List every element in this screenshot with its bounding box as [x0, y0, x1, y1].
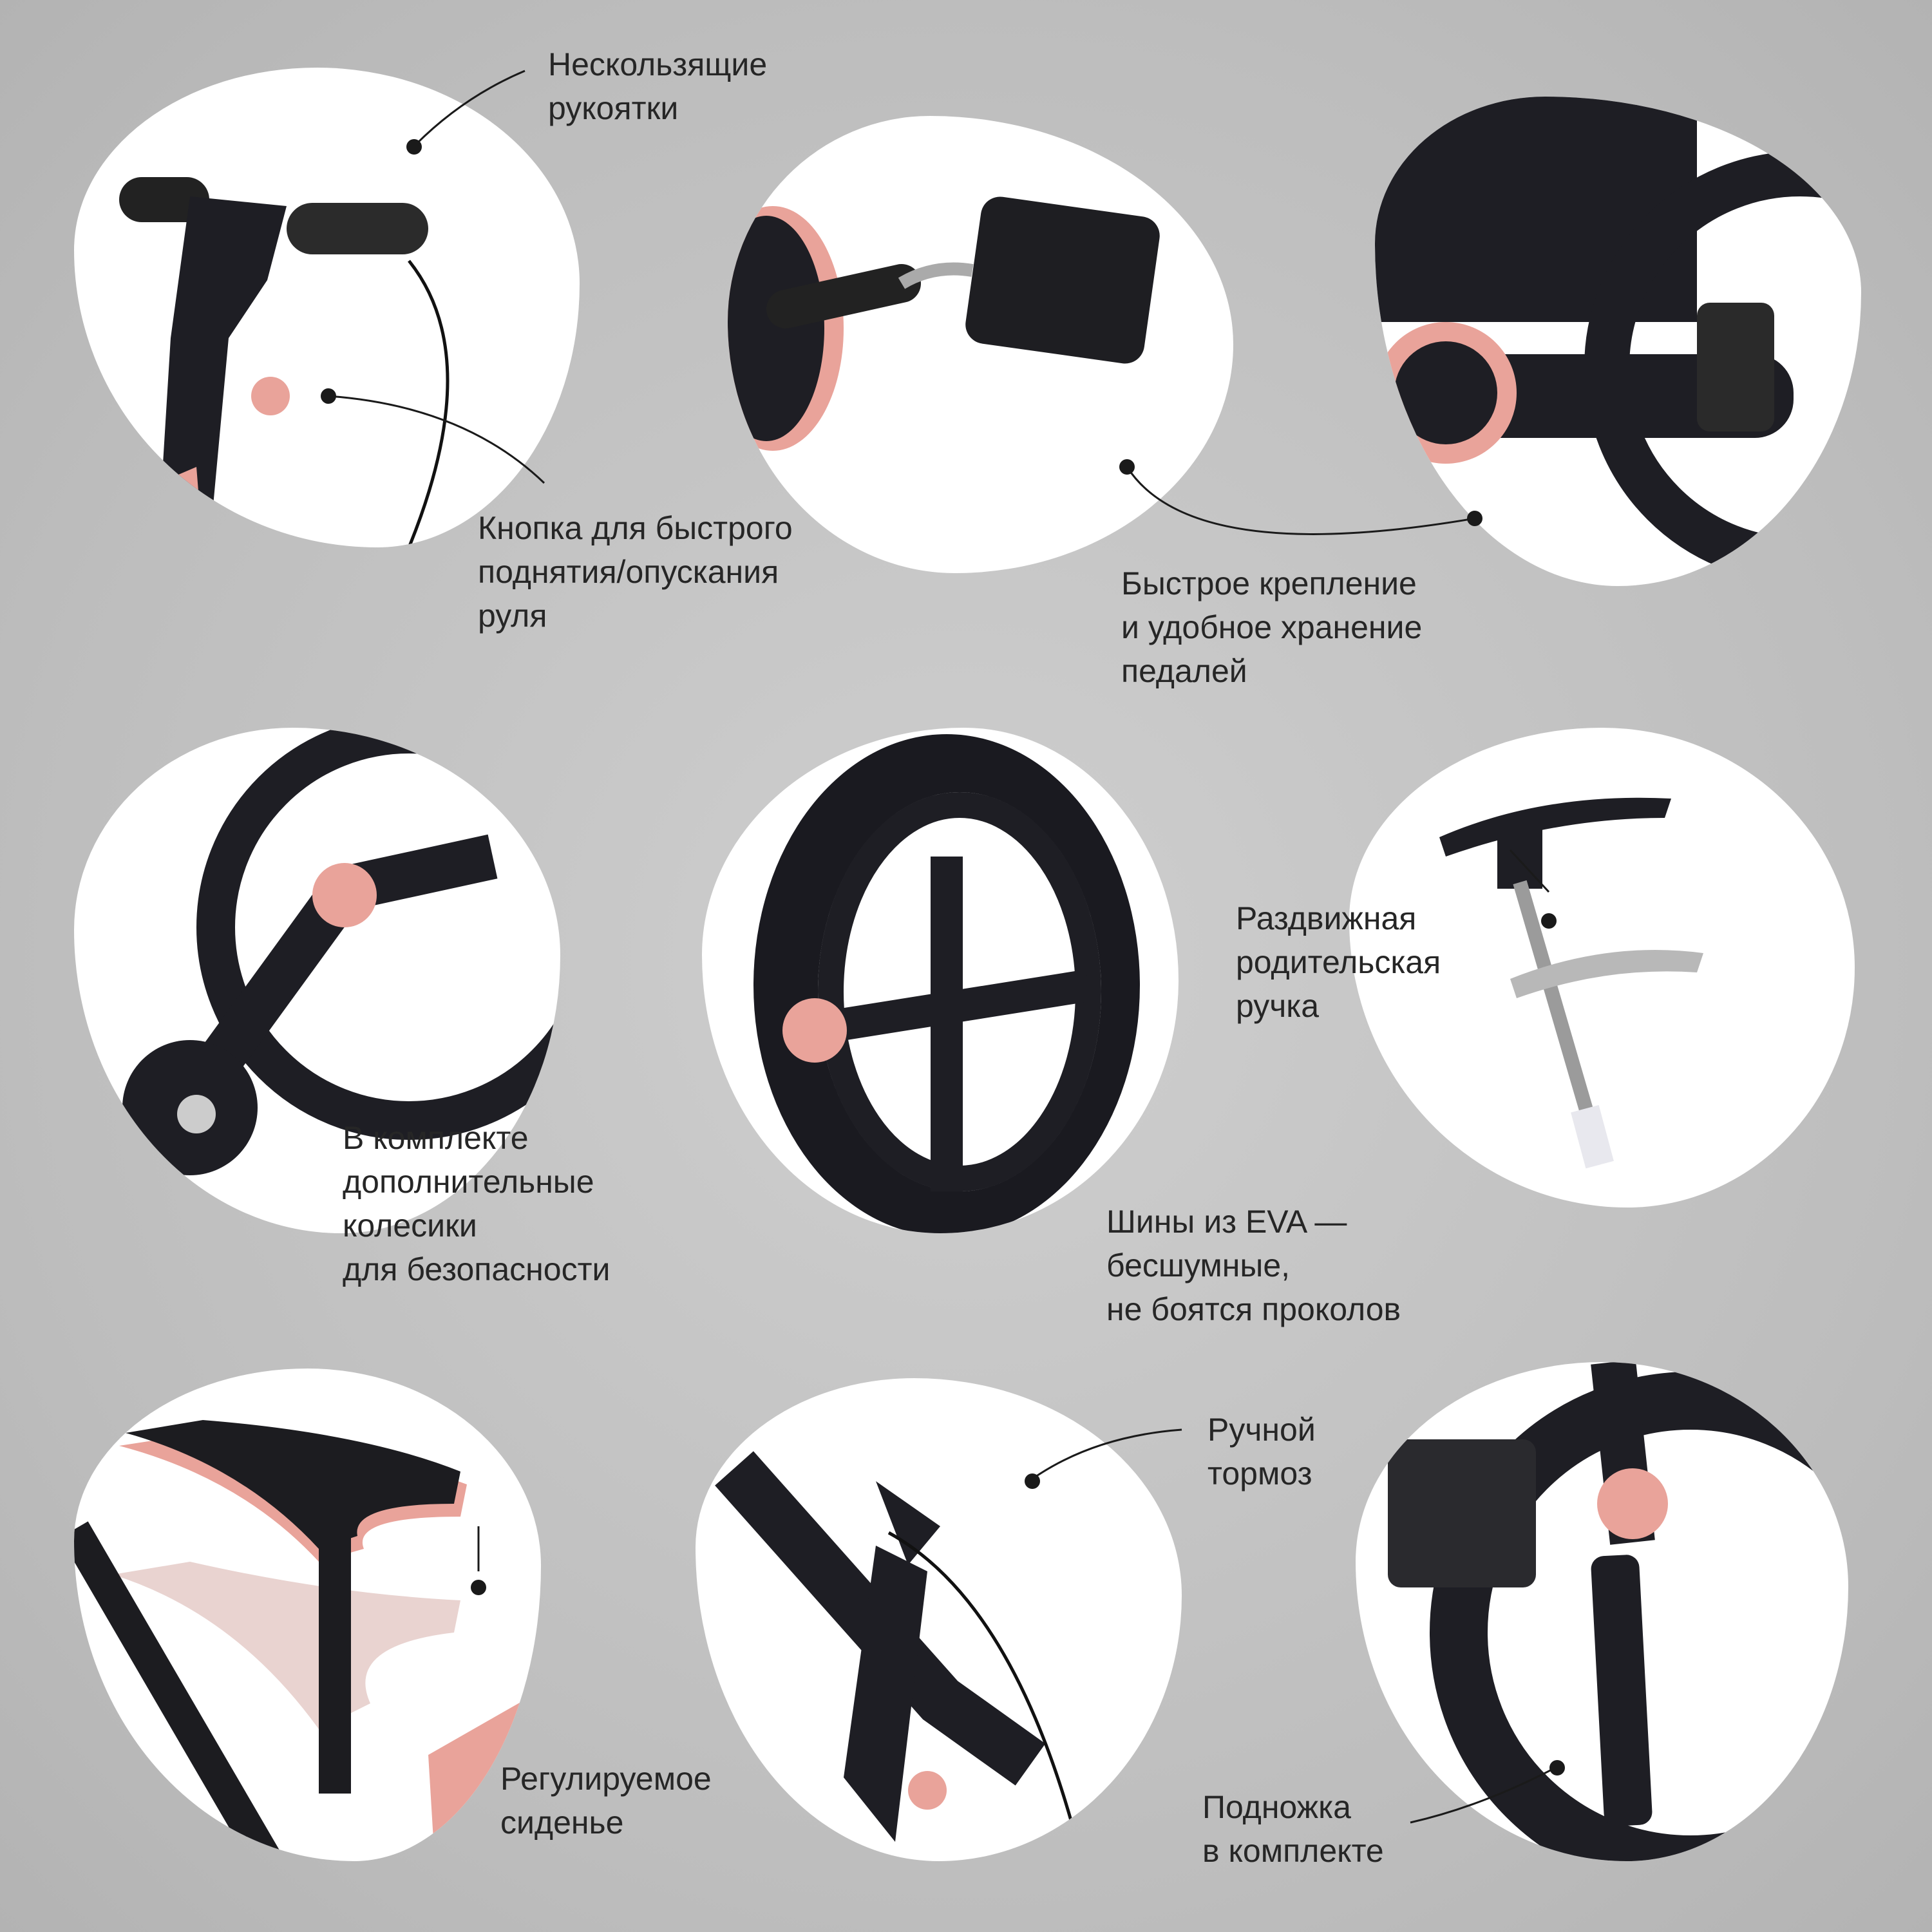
label-line: педалей	[1121, 653, 1247, 689]
label-line: не боятся проколов	[1106, 1291, 1401, 1327]
photo-pedal-storage	[1375, 97, 1861, 586]
label-line: Регулируемое	[500, 1761, 712, 1797]
feature-label-pedals: Быстрое крепление и удобное хранение пед…	[1121, 562, 1422, 693]
label-line: ручка	[1236, 988, 1320, 1024]
label-line: тормоз	[1208, 1455, 1312, 1492]
label-line: сиденье	[500, 1804, 624, 1841]
label-line: для безопасности	[343, 1251, 611, 1287]
feature-label-training-wheels: В комплекте дополнительные колесики для …	[343, 1116, 610, 1291]
photo-pedal	[728, 116, 1233, 573]
label-line: Раздвижная	[1236, 900, 1417, 936]
label-line: бесшумные,	[1106, 1247, 1291, 1283]
label-line: Ручной	[1208, 1412, 1316, 1448]
label-line: Кнопка для быстрого	[478, 510, 793, 546]
label-line: руля	[478, 598, 547, 634]
photo-eva-tire	[702, 728, 1179, 1233]
label-line: Быстрое крепление	[1121, 565, 1417, 601]
feature-label-grips: Нескользящие рукоятки	[548, 43, 767, 130]
label-line: в комплекте	[1202, 1833, 1384, 1869]
label-line: колесики	[343, 1208, 477, 1244]
label-line: Подножка	[1202, 1789, 1351, 1825]
feature-label-hand-brake: Ручной тормоз	[1208, 1408, 1316, 1495]
feature-label-seat: Регулируемое сиденье	[500, 1757, 712, 1844]
feature-label-quick-button: Кнопка для быстрого поднятия/опускания р…	[478, 506, 793, 638]
label-line: В комплекте	[343, 1120, 529, 1156]
feature-label-eva-tires: Шины из EVA — бесшумные, не боятся проко…	[1106, 1200, 1401, 1331]
photo-training-wheels	[74, 728, 560, 1233]
photo-kickstand	[1356, 1362, 1848, 1861]
photo-handlebar-grips	[74, 68, 580, 547]
photo-adjustable-seat	[74, 1368, 541, 1861]
feature-label-kickstand: Подножка в комплекте	[1202, 1785, 1384, 1873]
label-line: и удобное хранение	[1121, 609, 1423, 645]
label-line: дополнительные	[343, 1164, 594, 1200]
feature-label-parent-handle: Раздвижная родительская ручка	[1236, 896, 1441, 1028]
photo-parent-handle	[1349, 728, 1855, 1208]
label-line: Шины из EVA —	[1106, 1204, 1347, 1240]
label-line: рукоятки	[548, 90, 679, 126]
label-line: родительская	[1236, 944, 1441, 980]
photo-hand-brake	[696, 1378, 1182, 1861]
label-line: Нескользящие	[548, 46, 768, 82]
label-line: поднятия/опускания	[478, 554, 779, 590]
